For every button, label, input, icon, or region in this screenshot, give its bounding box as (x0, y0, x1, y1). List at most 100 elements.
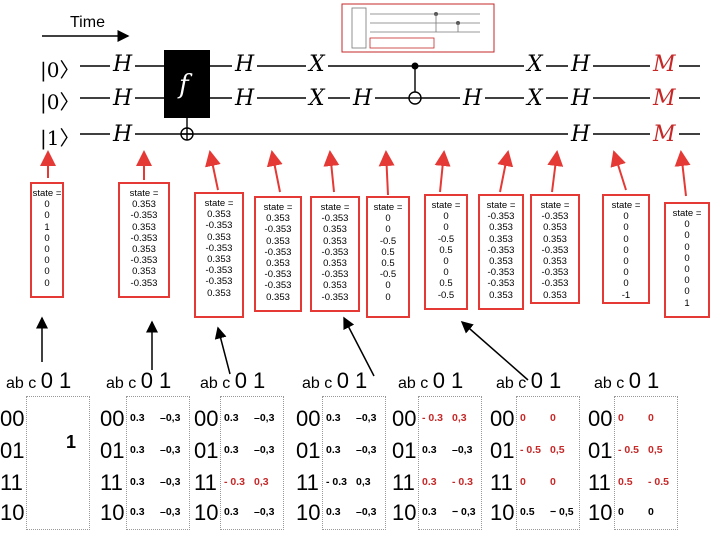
table-cell: –0,3 (356, 506, 377, 518)
table-grid (418, 396, 482, 530)
state-value: 0 (443, 211, 449, 223)
state-value: 0.353 (489, 256, 513, 268)
state-value: -0.5 (379, 269, 397, 281)
state-value: 0 (385, 280, 391, 292)
state-value: -0.353 (264, 246, 292, 258)
table-row-label: 10 (194, 500, 219, 525)
state-label: state = (540, 200, 570, 211)
state-value: 0 (443, 267, 449, 279)
table-row-label: 01 (490, 438, 515, 463)
table-cell: 0.5 (618, 476, 633, 488)
state-label: state = (129, 188, 159, 199)
table-cell: 0,3 (452, 412, 467, 424)
table-cell: 0.3 (130, 444, 145, 456)
table-row-label: 10 (392, 500, 417, 525)
state-value: -0.353 (205, 265, 233, 277)
table-row-label: 10 (296, 500, 321, 525)
gate-m: M (650, 122, 679, 148)
reference-thumbnail (341, 3, 495, 53)
state-value: 0.353 (266, 213, 290, 225)
state-value: -0.353 (264, 280, 292, 292)
table-arrows (36, 316, 529, 381)
state-value: -0.353 (205, 276, 233, 288)
table-cell: –0,3 (356, 412, 377, 424)
state-value: -0.353 (130, 210, 158, 222)
table-cell: − 0,5 (550, 506, 574, 518)
gate-h: H (110, 86, 136, 112)
state-label: state = (204, 198, 234, 209)
state-value: -0.353 (321, 269, 349, 281)
state-value: 0 (684, 241, 690, 253)
table-cell: 0.3 (224, 506, 239, 518)
table-cell: –0,3 (160, 444, 181, 456)
state-value: -0.5 (437, 233, 455, 245)
table-grid (126, 396, 190, 530)
table-cell: –0,3 (356, 444, 377, 456)
state-value: 0.353 (207, 254, 231, 266)
table-row-label: 00 (588, 406, 613, 431)
state-value: 0 (684, 275, 690, 287)
state-value: 0.353 (489, 233, 513, 245)
state-value: 0.353 (323, 224, 347, 236)
state-value: 0.353 (266, 235, 290, 247)
table-header: ab c 0 1 (496, 368, 562, 393)
table-cell: 0 (648, 412, 654, 424)
state-value: 0 (623, 244, 629, 256)
table-cell: 0.3 (422, 476, 437, 488)
table-row-label: 11 (0, 470, 23, 495)
gate-h: H (568, 86, 594, 112)
ket-c: |1〉 (40, 126, 80, 150)
table-row-label: 01 (296, 438, 321, 463)
table-row-label: 01 (100, 438, 125, 463)
table-row-label: 00 (194, 406, 219, 431)
state-label: state = (373, 202, 403, 213)
state-value: -0.353 (205, 242, 233, 254)
table-row-label: 10 (100, 500, 125, 525)
gate-h: H (350, 86, 376, 112)
state-value: 0 (385, 291, 391, 303)
gate-x: X (524, 86, 546, 112)
state-value: 0.353 (543, 256, 567, 268)
table-cell: 0.3 (130, 506, 145, 518)
gate-h: H (232, 86, 258, 112)
table-cell: –0,3 (160, 412, 181, 424)
state-value: 0 (443, 222, 449, 234)
table-grid (322, 396, 386, 530)
table-row-label: 01 (392, 438, 417, 463)
state-value: -0.353 (487, 278, 515, 290)
table-row-label: 00 (296, 406, 321, 431)
state-value: 0 (44, 210, 50, 222)
state-value: 0 (44, 232, 50, 244)
state-label: state = (611, 200, 641, 211)
state-value: 0.353 (323, 258, 347, 270)
state-value: 0 (623, 222, 629, 234)
state-value: 0.353 (266, 291, 290, 303)
state-value: 0.353 (132, 221, 156, 233)
state-label: state = (486, 200, 516, 211)
state-value: 0 (623, 256, 629, 268)
table-cell: –0,3 (160, 506, 181, 518)
table-row-label: 11 (296, 470, 319, 495)
table-row-label: 01 (194, 438, 219, 463)
table-cell: 0,3 (356, 476, 371, 488)
table-cell: –0,3 (254, 412, 275, 424)
state-value: -0.5 (379, 235, 397, 247)
gate-h: H (110, 122, 136, 148)
state-value: 0 (684, 264, 690, 276)
table-cell: 0 (550, 412, 556, 424)
gate-x: X (306, 86, 328, 112)
table-row-label: 10 (588, 500, 613, 525)
table-header: ab c 0 1 (106, 368, 172, 393)
state-value: 0.5 (381, 246, 395, 258)
table-cell: 0.3 (224, 412, 239, 424)
state-value: -0.353 (321, 291, 349, 303)
